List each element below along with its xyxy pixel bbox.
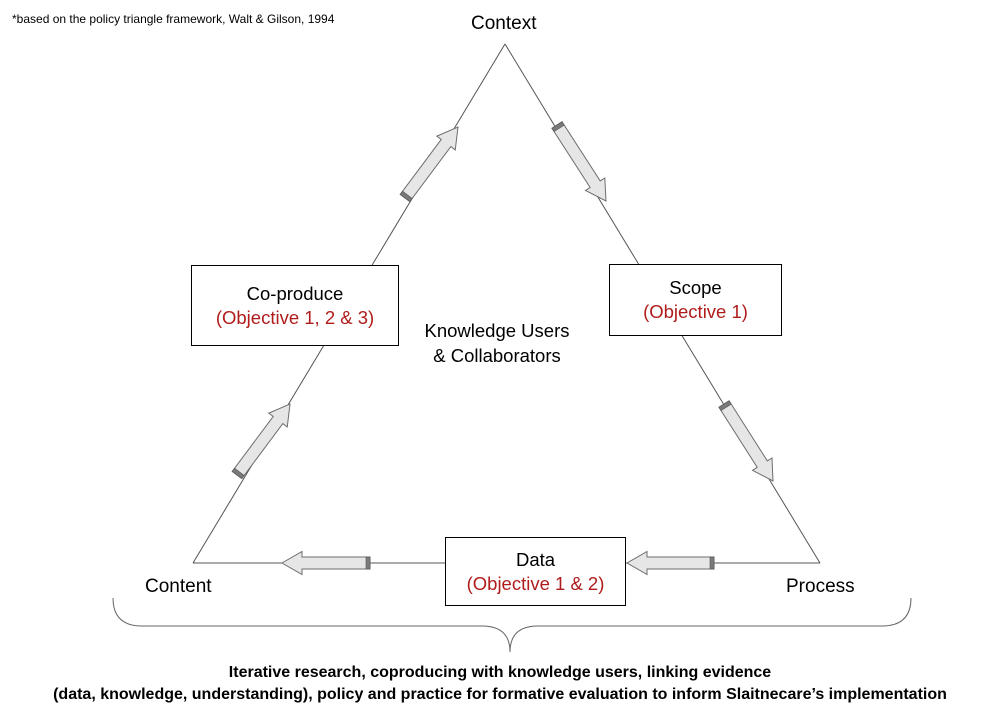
coproduce-objective: (Objective 1, 2 & 3) xyxy=(215,306,375,328)
flow-arrows xyxy=(231,121,774,576)
diagram-caption: Iterative research, coproducing with kno… xyxy=(0,662,1000,706)
data-objective: (Objective 1 & 2) xyxy=(466,572,605,594)
arrow-scope-to-process xyxy=(718,400,774,482)
data-title: Data xyxy=(515,548,556,570)
data-box: Data (Objective 1 & 2) xyxy=(445,537,626,606)
arrow-data-to-content xyxy=(280,550,371,576)
vertex-label-context: Context xyxy=(471,13,537,34)
arrow-context-to-scope xyxy=(551,121,607,202)
arrow-coproduce-to-context xyxy=(399,126,459,203)
center-label: Knowledge Users & Collaborators xyxy=(402,318,592,368)
center-label-line2: & Collaborators xyxy=(433,345,561,366)
framework-footnote: *based on the policy triangle framework,… xyxy=(12,12,335,26)
vertex-label-process: Process xyxy=(786,576,855,597)
center-label-line1: Knowledge Users xyxy=(424,320,570,341)
arrow-content-to-coproduce xyxy=(231,403,291,480)
bottom-brace xyxy=(112,597,912,653)
caption-line2: (data, knowledge, understanding), policy… xyxy=(53,686,947,703)
scope-title: Scope xyxy=(669,277,722,298)
arrow-process-to-data xyxy=(625,550,715,576)
coproduce-title: Co-produce xyxy=(246,282,344,304)
vertex-label-content: Content xyxy=(145,576,212,597)
scope-box: Scope (Objective 1) xyxy=(609,264,782,336)
scope-objective: (Objective 1) xyxy=(643,301,748,322)
caption-line1: Iterative research, coproducing with kno… xyxy=(228,664,772,681)
coproduce-box: Co-produce (Objective 1, 2 & 3) xyxy=(191,265,399,346)
